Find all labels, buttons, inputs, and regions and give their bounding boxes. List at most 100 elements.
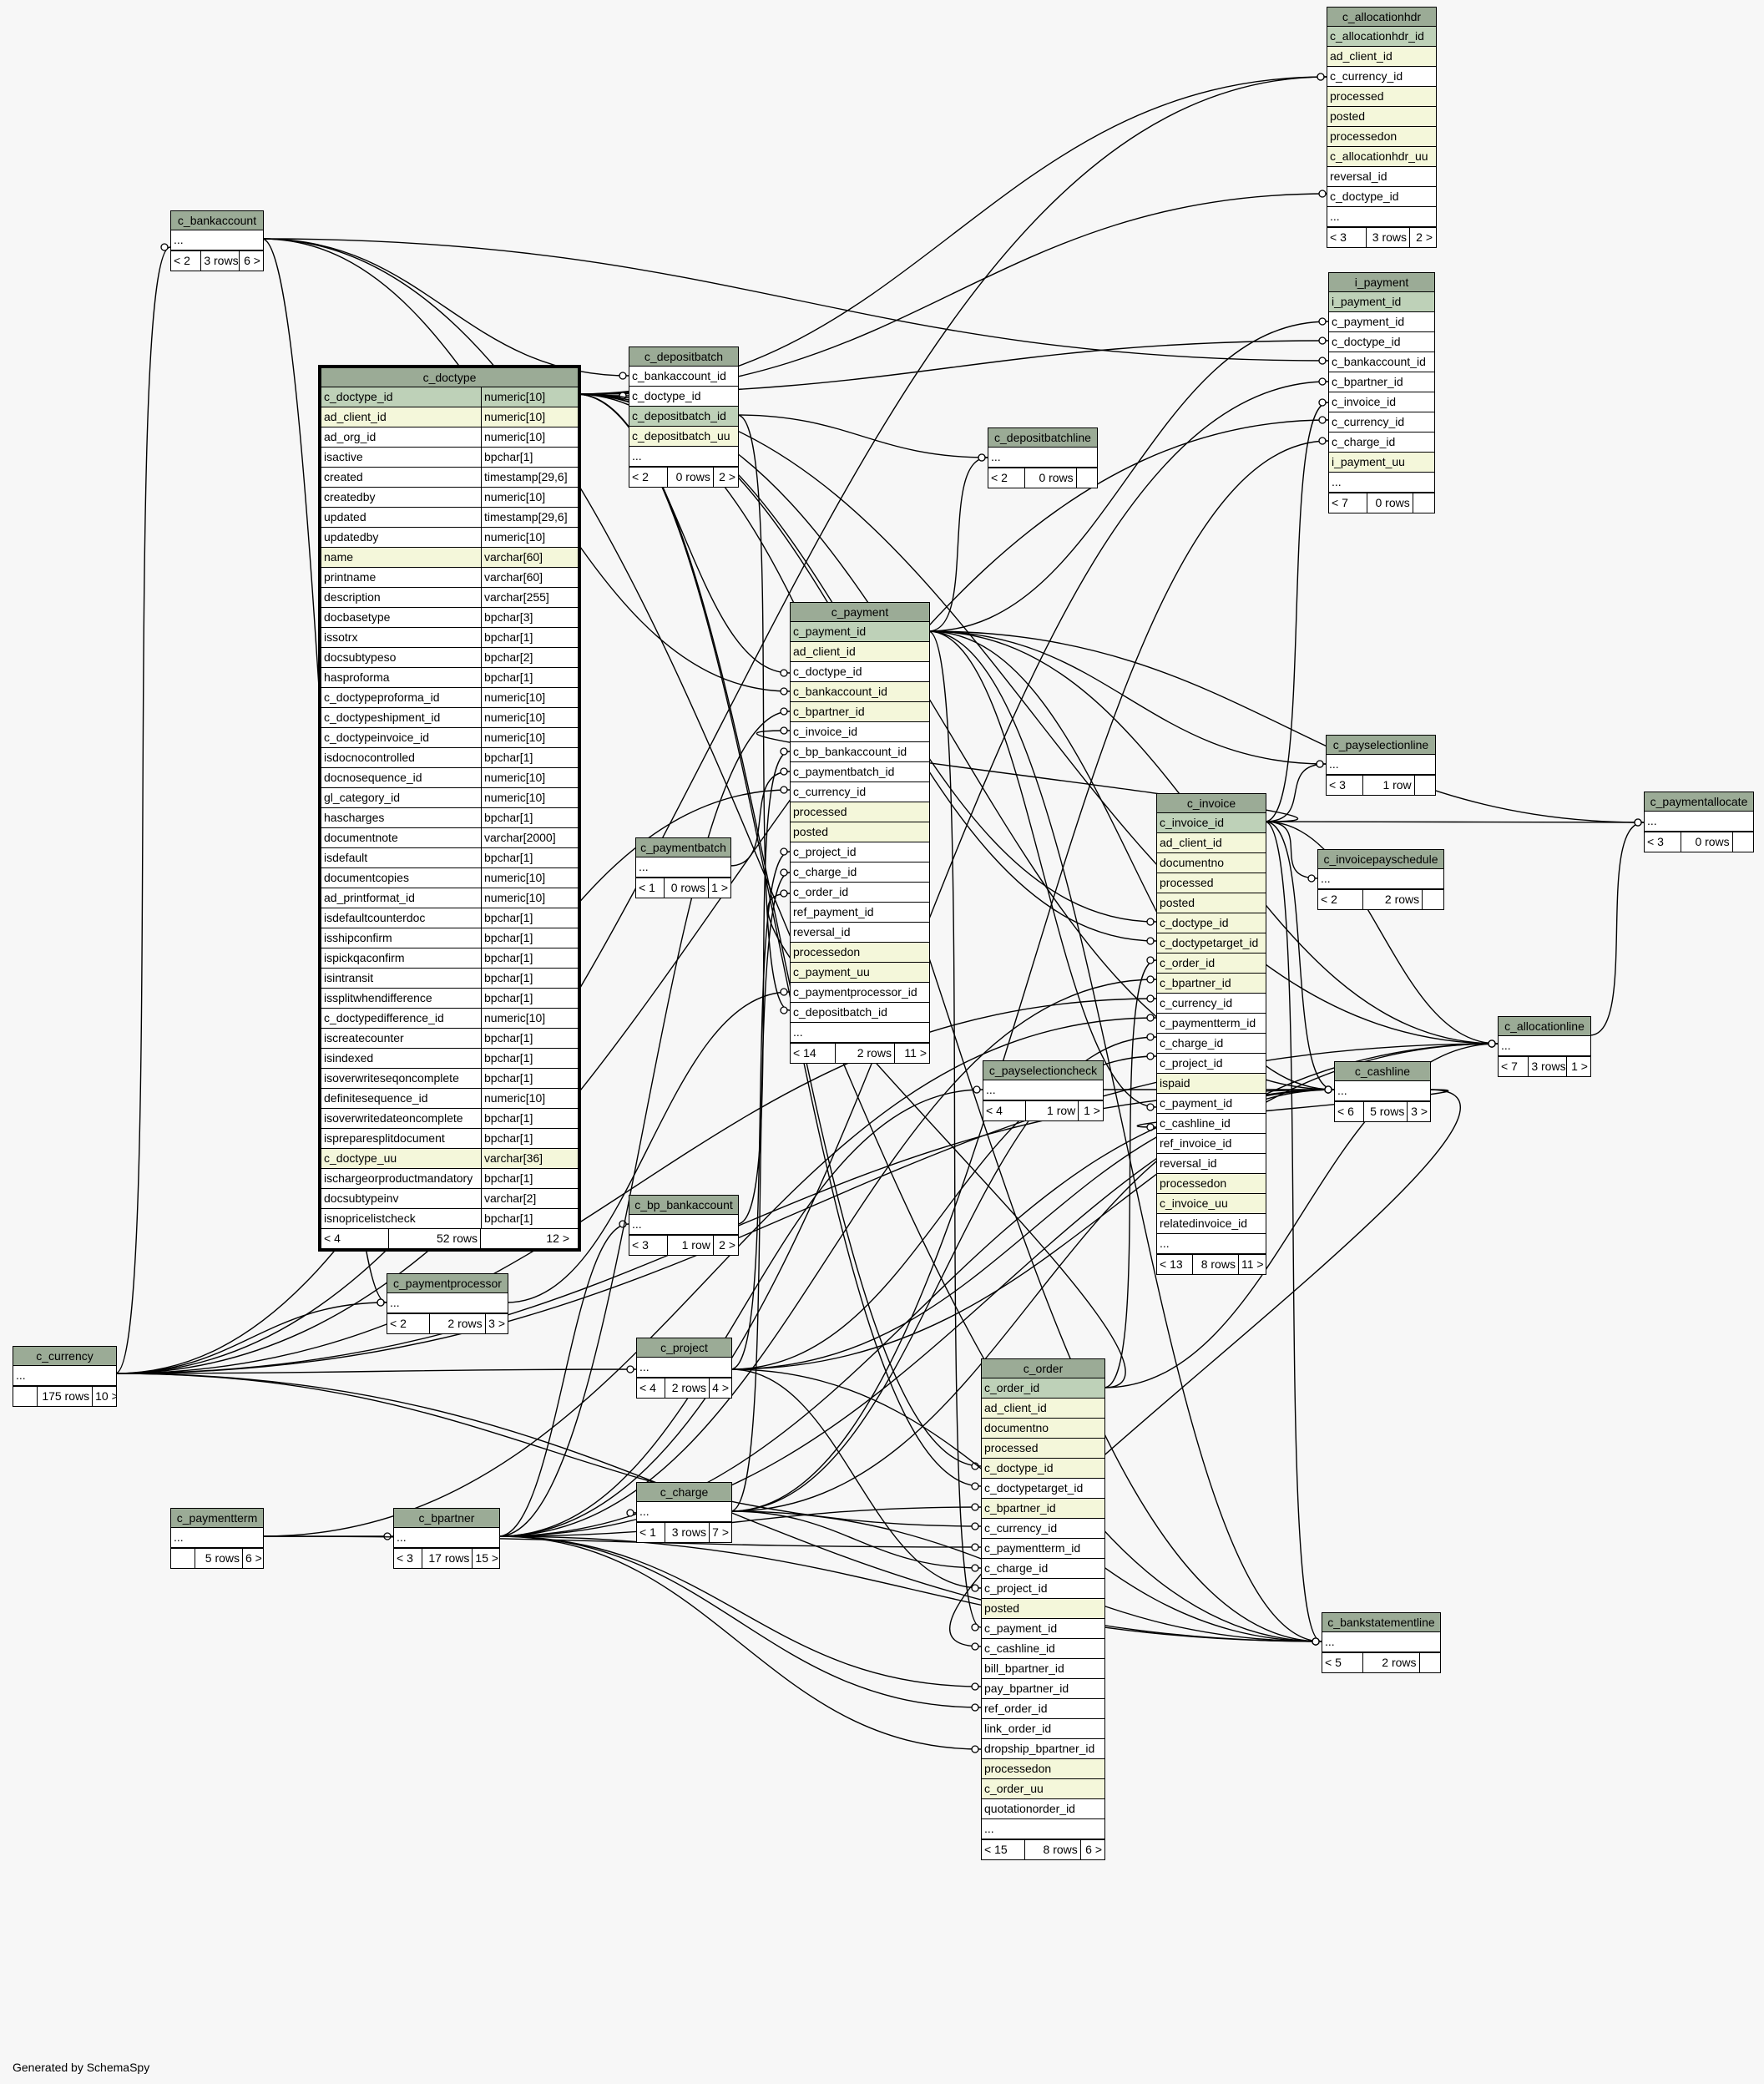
table-title[interactable]: c_bankstatementline (1322, 1613, 1440, 1632)
children-count[interactable]: 6 > (242, 1549, 263, 1568)
parents-count[interactable]: < 4 (986, 1104, 1003, 1117)
children-count[interactable]: 10 > (92, 1387, 116, 1406)
children-count[interactable]: 15 > (472, 1549, 499, 1568)
parents-count[interactable]: < 2 (991, 471, 1008, 484)
column-row: documentno (1157, 853, 1266, 873)
parents-count[interactable]: < 6 (1337, 1105, 1354, 1118)
parents-count[interactable]: < 2 (1321, 893, 1337, 906)
parents-count[interactable]: < 7 (1332, 496, 1348, 509)
parents-count[interactable] (13, 1387, 37, 1406)
parents-count[interactable]: < 13 (1160, 1257, 1183, 1271)
parents-count[interactable]: < 3 (397, 1551, 413, 1565)
table-title[interactable]: c_payselectioncheck (983, 1061, 1103, 1080)
table-title[interactable]: c_invoice (1157, 794, 1266, 813)
parents-count[interactable]: < 3 (1647, 835, 1664, 848)
crowfoot-marker (1146, 937, 1155, 945)
children-count[interactable]: 6 > (239, 251, 263, 271)
children-count[interactable]: 12 > (480, 1229, 572, 1248)
children-count[interactable]: 2 > (712, 468, 738, 487)
table-title[interactable]: c_bpartner (394, 1509, 499, 1528)
parents-count[interactable]: < 2 (174, 254, 190, 267)
children-count[interactable]: 3 > (1407, 1102, 1430, 1121)
children-count[interactable] (1418, 1653, 1440, 1672)
table-title[interactable]: i_payment (1329, 273, 1434, 292)
children-count[interactable]: 7 > (708, 1523, 731, 1542)
parents-count[interactable]: < 14 (793, 1046, 816, 1060)
foreign-key-line (506, 991, 791, 1303)
children-count[interactable]: 11 > (893, 1044, 929, 1063)
table-title[interactable]: c_bankaccount (171, 211, 263, 230)
parents-count[interactable]: < 3 (632, 1238, 649, 1252)
children-count[interactable] (1412, 493, 1434, 513)
parents-count[interactable]: < 5 (1325, 1656, 1342, 1669)
children-count[interactable]: 1 > (1078, 1101, 1103, 1120)
table-title[interactable]: c_payselectionline (1327, 736, 1435, 755)
children-count[interactable]: 1 > (1566, 1057, 1590, 1076)
children-count[interactable]: 2 > (1409, 228, 1435, 247)
parents-count[interactable]: < 4 (639, 1381, 656, 1394)
table-title[interactable]: c_allocationline (1499, 1017, 1590, 1036)
children-count[interactable]: 4 > (708, 1378, 731, 1398)
parents-count[interactable]: < 4 (324, 1232, 341, 1245)
parents-count[interactable]: < 3 (1330, 230, 1347, 244)
parents-count[interactable]: < 3 (1329, 778, 1346, 792)
children-count[interactable]: 11 > (1237, 1255, 1266, 1274)
parents-count[interactable]: < 2 (390, 1317, 407, 1330)
children-count[interactable]: 6 > (1079, 1840, 1104, 1859)
children-count[interactable]: 2 > (712, 1236, 738, 1255)
children-count[interactable] (1413, 776, 1435, 795)
table-title[interactable]: c_project (637, 1338, 731, 1358)
children-count[interactable] (1422, 890, 1443, 909)
table-title[interactable]: c_allocationhdr (1327, 8, 1436, 27)
table-title[interactable]: c_order (982, 1359, 1104, 1378)
table-title[interactable]: c_cashline (1335, 1062, 1430, 1081)
table-title[interactable]: c_payment (791, 603, 929, 622)
children-count[interactable] (1075, 468, 1097, 488)
table-title[interactable]: c_paymentallocate (1645, 792, 1753, 812)
children-count[interactable]: 1 > (707, 878, 730, 898)
table-title[interactable]: c_paymentterm (171, 1509, 263, 1528)
table-title[interactable]: c_currency (13, 1347, 116, 1366)
table-title[interactable]: c_invoicepayschedule (1318, 850, 1443, 869)
table-title[interactable]: c_paymentprocessor (387, 1274, 508, 1293)
parents-count[interactable] (171, 1549, 195, 1568)
parents-count[interactable]: < 7 (1501, 1060, 1518, 1073)
table-title[interactable]: c_paymentbatch (636, 838, 730, 857)
parents-count[interactable]: < 2 (632, 470, 649, 483)
parents-count[interactable]: < 1 (639, 1525, 656, 1539)
table-title[interactable]: c_depositbatch (629, 347, 738, 367)
parents-count[interactable]: < 15 (984, 1843, 1008, 1856)
table-title[interactable]: c_charge (637, 1483, 731, 1502)
table-title[interactable]: c_bp_bankaccount (629, 1196, 738, 1215)
table-title[interactable]: c_depositbatchline (988, 428, 1097, 448)
children-count[interactable] (1731, 832, 1753, 852)
children-count[interactable]: 3 > (484, 1314, 508, 1333)
parents-count[interactable]: < 1 (639, 881, 655, 894)
